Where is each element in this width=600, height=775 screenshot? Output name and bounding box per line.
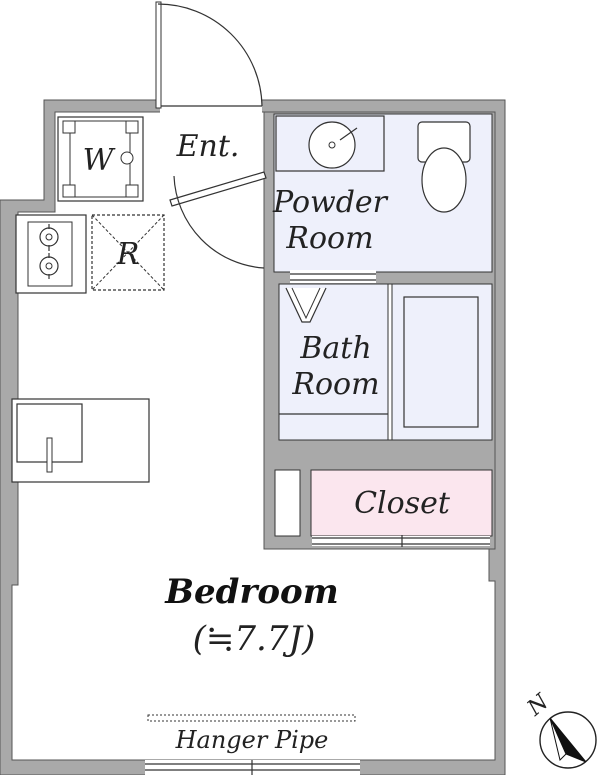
stove <box>15 214 87 294</box>
refrigerator-space <box>91 214 165 291</box>
sink-bowl <box>308 121 356 169</box>
powder-room-label-line2: Room <box>285 221 373 256</box>
bath-divider <box>387 283 393 441</box>
kitchen-sink <box>11 398 150 483</box>
bedroom-label: Bedroom <box>164 572 338 612</box>
bath-room-label-line2: Room <box>291 367 379 402</box>
bathtub <box>403 296 479 428</box>
entry-door <box>155 1 263 109</box>
compass: N <box>522 689 597 769</box>
hanger-pipe <box>147 714 356 722</box>
bedroom-size-label: (≒7.7J) <box>193 619 316 659</box>
north-label: N <box>522 689 554 722</box>
entrance-label: Ent. <box>176 129 240 164</box>
refrigerator-label: R <box>116 237 140 272</box>
interior-door <box>169 171 267 269</box>
sink-counter <box>275 115 385 172</box>
shower-head-icon <box>285 287 327 323</box>
bath-room-label-line1: Bath <box>299 331 371 366</box>
washer-label: W <box>83 143 116 178</box>
closet-label: Closet <box>354 486 451 521</box>
powder-room-label-line1: Powder <box>272 185 389 220</box>
hanger-pipe-label: Hanger Pipe <box>175 726 329 754</box>
closet-side-storage <box>274 469 301 537</box>
toilet-icon <box>417 121 471 213</box>
washer-space <box>57 116 144 202</box>
closet <box>310 469 493 537</box>
